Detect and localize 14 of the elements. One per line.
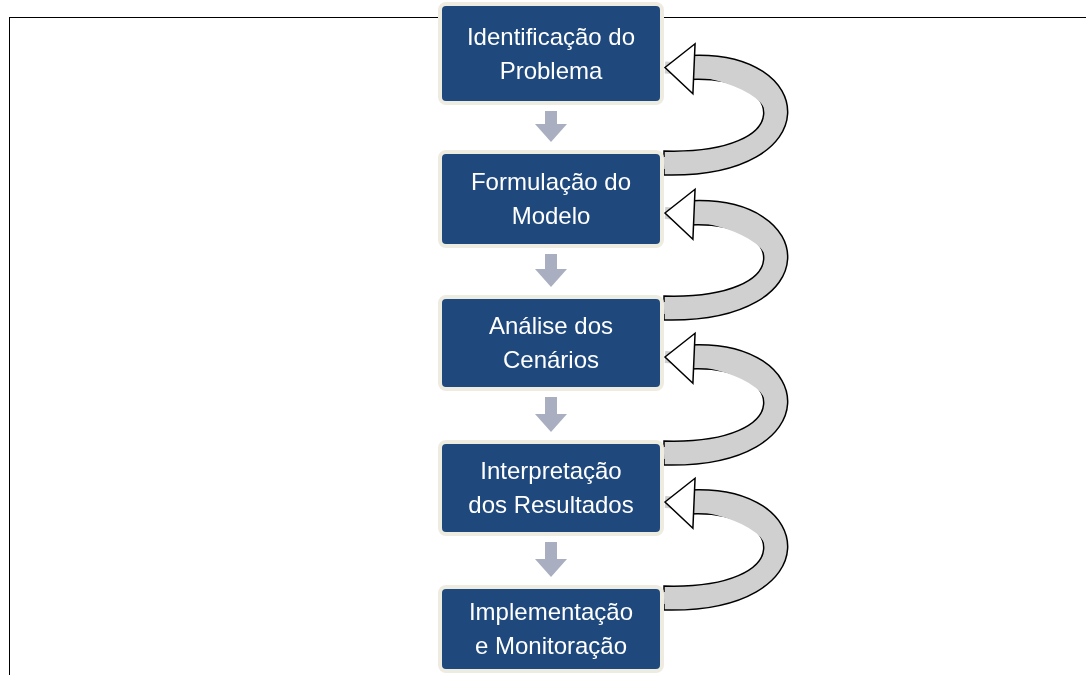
process-box <box>438 295 664 391</box>
box-label: Interpretação dos Resultados <box>467 456 635 520</box>
box-label: Análise dos Cenários <box>487 311 615 375</box>
down-arrow <box>535 254 567 287</box>
down-arrow <box>535 111 567 142</box>
process-box <box>438 585 664 673</box>
box-label: Formulação do Modelo <box>469 167 633 231</box>
down-arrow <box>535 397 567 432</box>
down-arrow <box>535 542 567 577</box>
process-box <box>438 440 664 536</box>
process-box <box>438 150 664 248</box>
box-label: Identificação do Problema <box>465 21 637 86</box>
process-box <box>438 2 664 105</box>
box-label: Implementação e Monitoração <box>467 597 635 661</box>
